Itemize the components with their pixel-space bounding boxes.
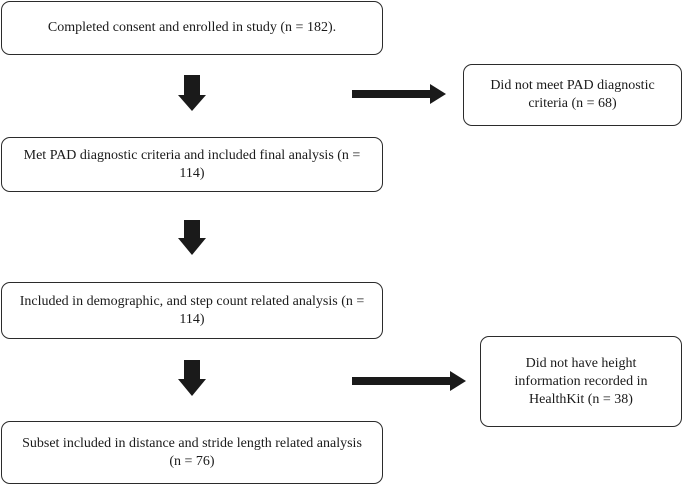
right-arrow-1 [352,84,446,104]
subset-stride-text: Subset included in distance and stride l… [22,435,362,469]
down-arrow-1 [178,75,206,111]
met-pad-box: Met PAD diagnostic criteria and included… [1,137,383,192]
subset-stride-box: Subset included in distance and stride l… [1,421,383,484]
excluded-no-height-box: Did not have height information recorded… [480,336,682,427]
demographic-analysis-text: Included in demographic, and step count … [19,293,365,327]
met-pad-text: Met PAD diagnostic criteria and included… [23,147,361,181]
excluded-not-pad-box: Did not meet PAD diagnostic criteria (n … [463,64,682,126]
right-arrow-2 [352,371,466,391]
excluded-no-height-text: Did not have height information recorded… [514,355,648,407]
enrolled-text: Completed consent and enrolled in study … [47,20,337,35]
down-arrow-3 [178,360,206,396]
down-arrow-2 [178,220,206,255]
enrolled-box: Completed consent and enrolled in study … [1,1,383,55]
demographic-analysis-box: Included in demographic, and step count … [1,282,383,339]
excluded-not-pad-text: Did not meet PAD diagnostic criteria (n … [490,78,655,111]
